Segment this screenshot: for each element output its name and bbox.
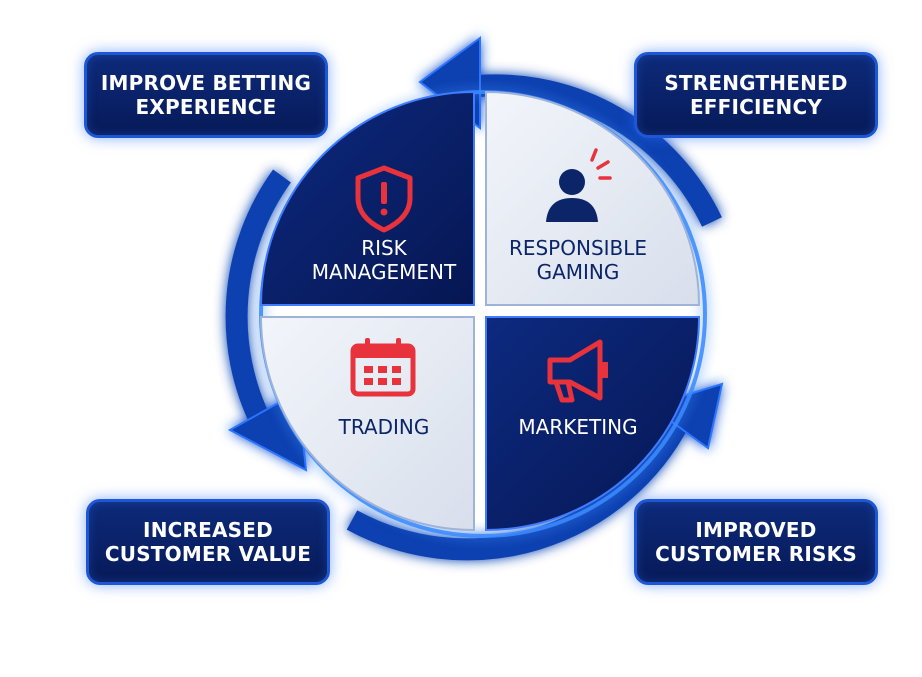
quadrants bbox=[259, 90, 701, 532]
label-trading: TRADING bbox=[338, 415, 430, 439]
label-responsible-line2: GAMING bbox=[537, 260, 620, 284]
calendar-icon bbox=[350, 338, 416, 397]
user-alert-icon bbox=[546, 148, 612, 222]
callout-improve-betting-experience: IMPROVE BETTING EXPERIENCE bbox=[84, 52, 328, 138]
label-responsible-gaming: RESPONSIBLE GAMING bbox=[509, 236, 647, 284]
callout-tr-line2: EFFICIENCY bbox=[689, 95, 823, 119]
arrow-left bbox=[225, 169, 291, 429]
callout-tl-line2: EXPERIENCE bbox=[135, 95, 277, 119]
callout-br-line2: CUSTOMER RISKS bbox=[655, 542, 857, 566]
callout-increased-customer-value: INCREASED CUSTOMER VALUE bbox=[86, 499, 330, 585]
arrowhead-bottom bbox=[647, 382, 724, 450]
label-risk-line2: MANAGEMENT bbox=[312, 260, 457, 284]
label-risk-line1: RISK bbox=[361, 236, 407, 260]
callout-strengthened-efficiency: STRENGTHENED EFFICIENCY bbox=[634, 52, 878, 138]
label-marketing: MARKETING bbox=[518, 415, 637, 439]
callout-bl-line1: INCREASED bbox=[143, 518, 273, 542]
quadrant-responsible-gaming bbox=[485, 90, 701, 306]
callout-bl-line2: CUSTOMER VALUE bbox=[104, 542, 312, 566]
label-marketing-line1: MARKETING bbox=[518, 415, 637, 439]
label-responsible-line1: RESPONSIBLE bbox=[509, 236, 647, 260]
quadrant-risk-management bbox=[259, 90, 475, 306]
quadrant-marketing bbox=[485, 316, 701, 532]
callout-tr-line1: STRENGTHENED bbox=[664, 71, 848, 95]
quadrant-trading bbox=[259, 316, 475, 532]
megaphone-icon bbox=[547, 339, 608, 403]
warning-shield-icon bbox=[355, 165, 413, 233]
arrow-bottom bbox=[346, 414, 690, 561]
callout-tl-line1: IMPROVE BETTING bbox=[100, 71, 312, 95]
label-risk-management: RISK MANAGEMENT bbox=[312, 236, 457, 284]
arrow-top bbox=[477, 74, 722, 227]
label-trading-line1: TRADING bbox=[338, 415, 430, 439]
callout-br-line1: IMPROVED bbox=[695, 518, 817, 542]
callout-improved-customer-risks: IMPROVED CUSTOMER RISKS bbox=[634, 499, 878, 585]
